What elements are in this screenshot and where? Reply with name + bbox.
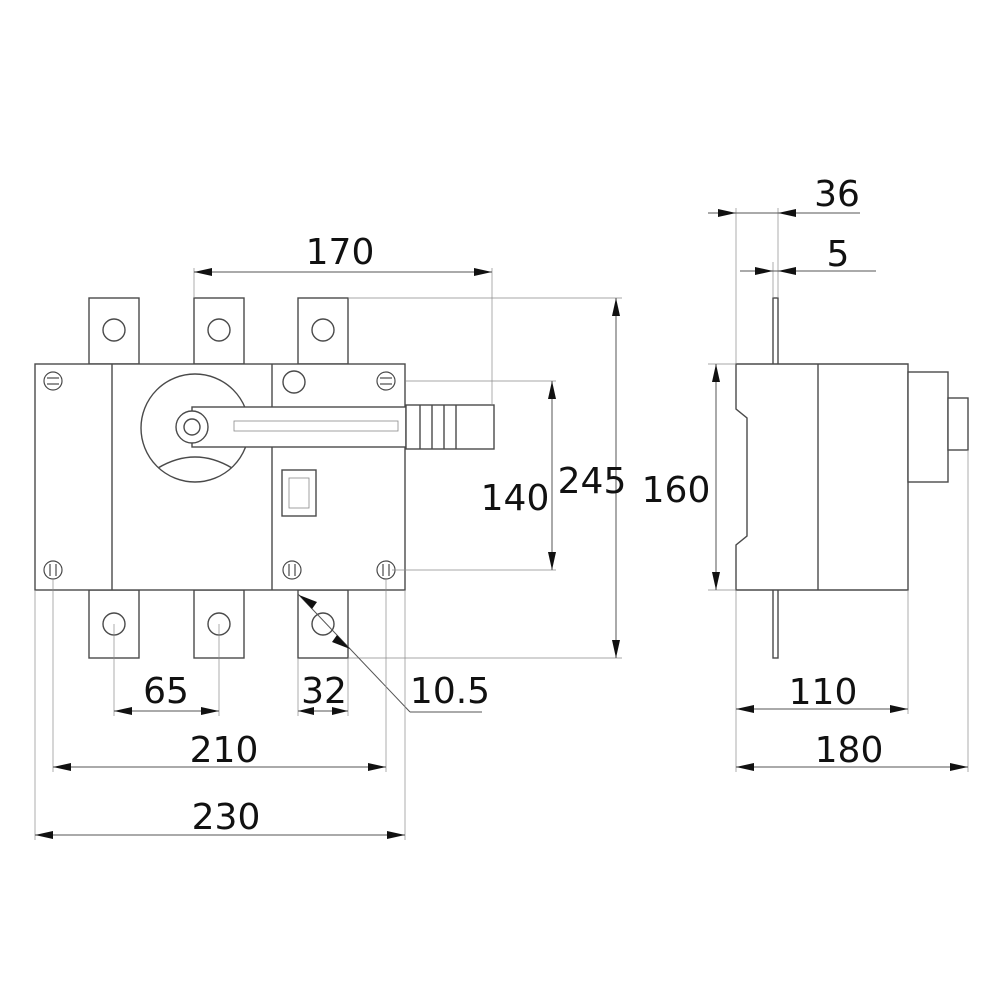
terminal-hole	[207, 318, 231, 342]
side-view	[735, 297, 969, 659]
dim-leader-10-5	[297, 593, 411, 713]
dim-label-245: 245	[558, 461, 627, 502]
dim-label-32: 32	[301, 671, 347, 712]
top-terminal-1	[88, 297, 140, 365]
dim-label-230: 230	[192, 797, 261, 838]
terminal-hole	[311, 612, 335, 636]
screw-icon	[282, 560, 302, 580]
dim-label-10-5: 10.5	[410, 671, 490, 712]
indicator-window-inner	[288, 477, 310, 509]
dim-label-5: 5	[827, 234, 850, 275]
screw-icon	[376, 560, 396, 580]
front-body	[34, 363, 406, 591]
side-shaft-end	[947, 397, 969, 451]
dim-label-140: 140	[481, 478, 550, 519]
indicator-window	[281, 469, 317, 517]
handle-hub-inner	[183, 418, 201, 436]
dim-label-160: 160	[642, 470, 711, 511]
terminal-hole	[102, 318, 126, 342]
reference-hole	[282, 370, 306, 394]
dim-label-210: 210	[190, 730, 259, 771]
handle-bar	[191, 406, 407, 448]
top-terminals	[88, 297, 349, 365]
handle-hub	[175, 410, 209, 444]
rotary-handle	[140, 373, 495, 483]
dim-label-36: 36	[814, 174, 860, 215]
dim-label-65: 65	[143, 671, 189, 712]
dim-label-170: 170	[306, 232, 375, 273]
dim-label-110: 110	[789, 672, 858, 713]
top-terminal-2	[193, 297, 245, 365]
side-dimensions: 36 5 160 110 180	[642, 174, 969, 772]
screw-icon	[43, 560, 63, 580]
screw-icon	[43, 371, 63, 391]
terminal-hole	[311, 318, 335, 342]
top-terminal-3	[297, 297, 349, 365]
side-handle-block	[907, 371, 949, 483]
front-view	[34, 297, 495, 659]
front-dimensions: 170 140 245 65 32 10.5	[34, 232, 627, 840]
handle-disc-arc	[157, 456, 233, 469]
fixing-screws	[43, 371, 396, 580]
screw-icon	[376, 371, 396, 391]
side-body	[735, 363, 909, 591]
shaft-extension	[405, 404, 495, 450]
dim-label-180: 180	[815, 730, 884, 771]
handle-bar-slot	[233, 420, 399, 432]
